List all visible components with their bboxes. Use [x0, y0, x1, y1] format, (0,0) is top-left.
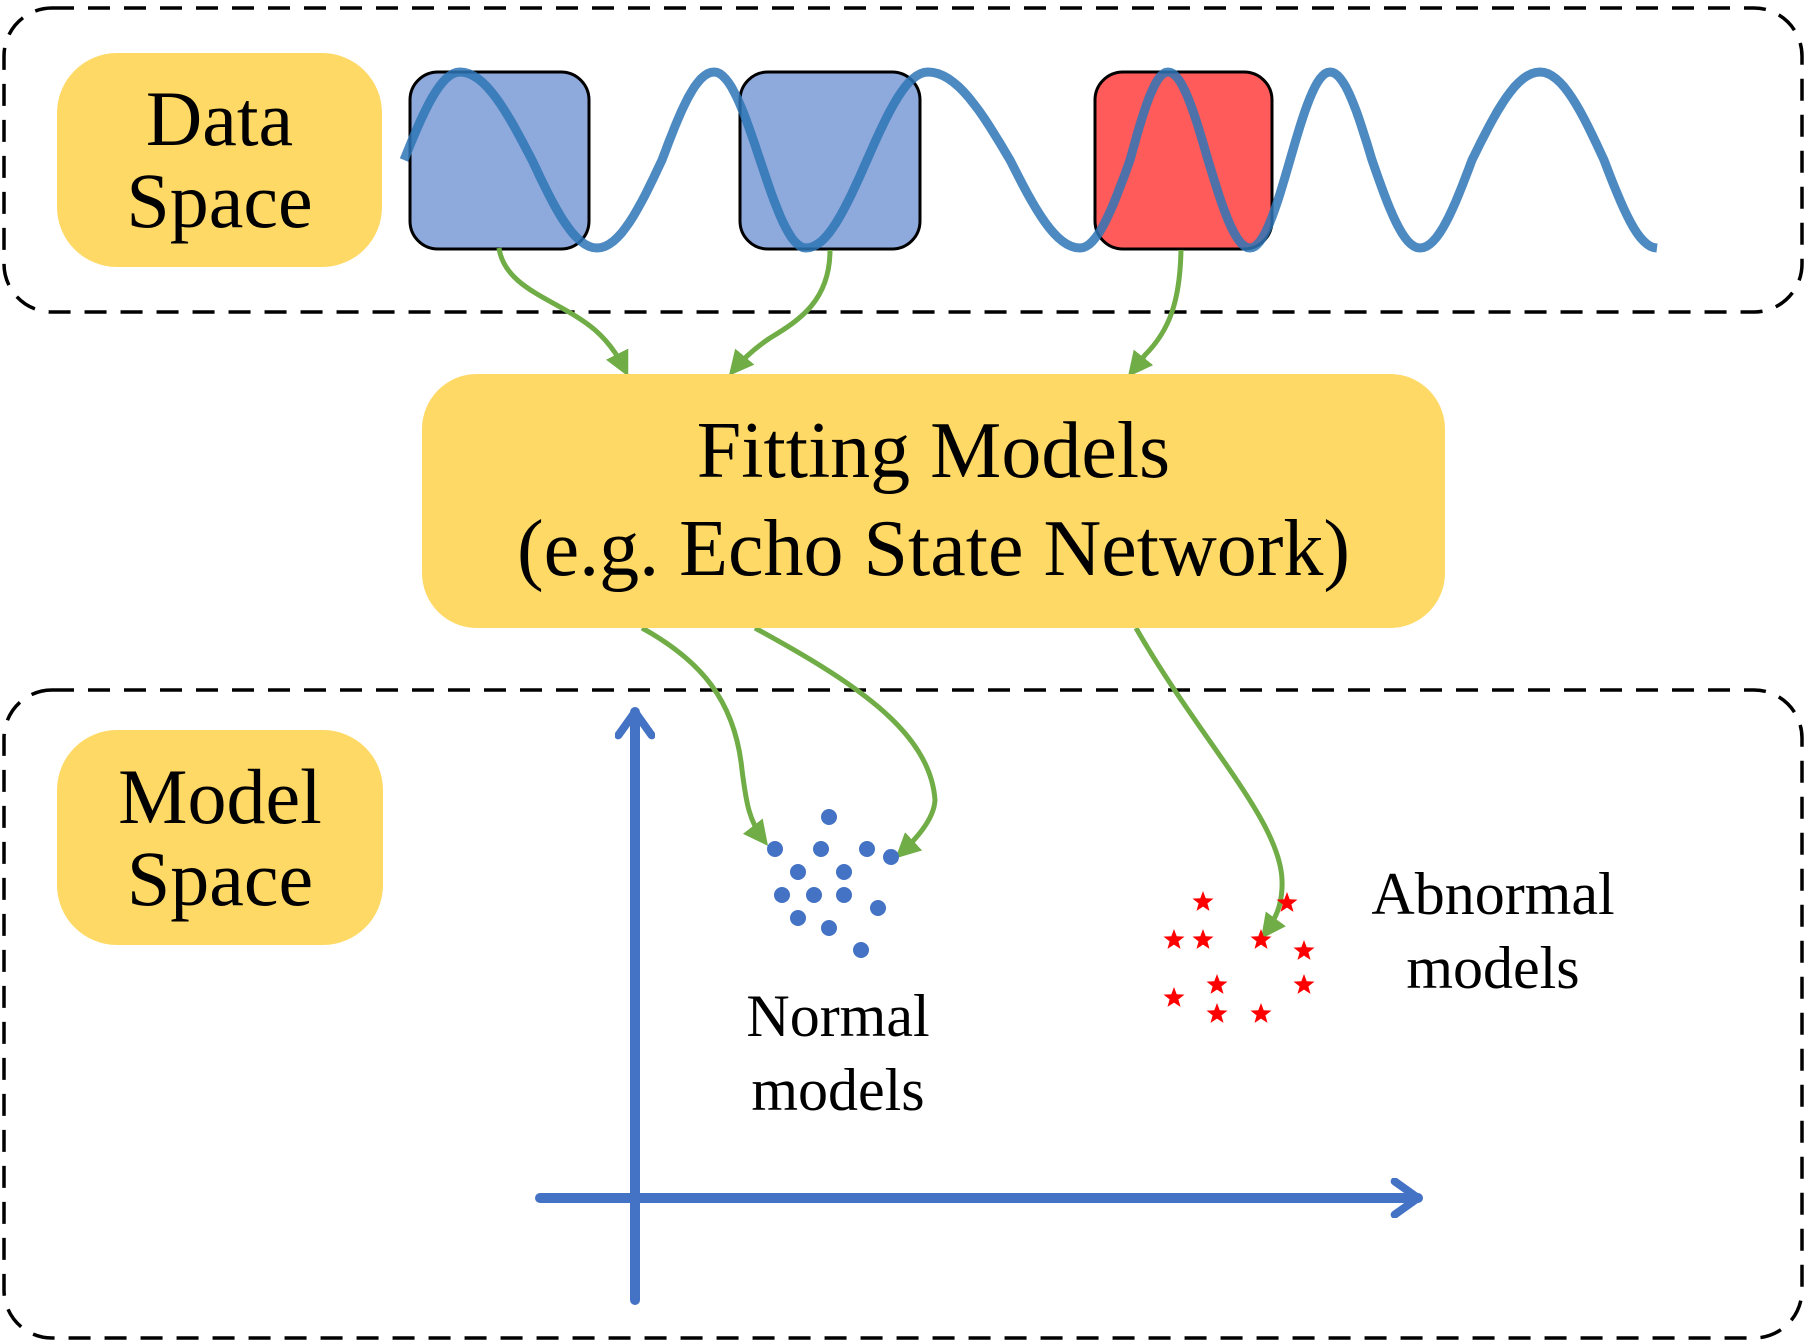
normal-model-point: [790, 864, 806, 880]
normal-model-point: [836, 864, 852, 880]
abnormal-model-point: [1206, 1003, 1228, 1023]
data-space-container: [2, 6, 1804, 314]
normal-model-point: [859, 841, 875, 857]
abnormal-model-point: [1206, 974, 1228, 994]
normal-model-point: [853, 942, 869, 958]
abnormal-model-point: [1293, 974, 1315, 994]
normal-label-line2: models: [751, 1056, 925, 1123]
normal-points-cluster: [767, 809, 899, 958]
arrow-model-to-normal-1: [640, 625, 769, 846]
normal-model-point: [806, 887, 822, 903]
time-series-signal: [399, 67, 1658, 253]
abnormal-model-point: [1293, 940, 1315, 960]
normal-model-point: [836, 887, 852, 903]
abnormal-model-point: [1192, 929, 1214, 949]
normal-model-point: [774, 887, 790, 903]
normal-models-label: Normal models: [698, 980, 978, 1128]
abnormal-points-cluster: [1163, 891, 1315, 1023]
abnormal-model-point: [1163, 929, 1185, 949]
model-space-line1: Model: [118, 752, 322, 840]
abnormal-model-point: [1250, 929, 1272, 949]
abnormal-model-point: [1192, 891, 1214, 911]
model-space-container: [2, 688, 1804, 1340]
abnormal-label-line2: models: [1406, 934, 1580, 1001]
arrow-model-to-normal-2: [753, 625, 938, 859]
normal-model-point: [790, 910, 806, 926]
normal-label-line1: Normal: [746, 983, 930, 1049]
normal-model-point: [813, 841, 829, 857]
arrow-window1-to-model: [496, 247, 629, 377]
normal-model-point: [767, 841, 783, 857]
normal-model-point: [870, 900, 886, 916]
arrow-window2-to-model: [728, 249, 833, 376]
arrow-model-to-abnormal: [1133, 626, 1286, 940]
fitting-title: Fitting Models: [696, 407, 1171, 496]
data-space-line2: Space: [126, 157, 313, 244]
normal-model-point: [821, 809, 837, 825]
abnormal-model-point: [1163, 987, 1185, 1007]
abnormal-model-point: [1276, 892, 1298, 912]
normal-model-point: [883, 849, 899, 865]
abnormal-models-label: Abnormal models: [1333, 858, 1653, 1006]
fitting-models-box: Fitting Models (e.g. Echo State Network): [422, 374, 1445, 628]
normal-model-point: [821, 920, 837, 936]
abnormal-label-line1: Abnormal: [1371, 861, 1615, 927]
arrow-window3-to-model: [1127, 249, 1184, 377]
model-space-line2: Space: [126, 834, 314, 922]
data-space-line1: Data: [145, 75, 294, 163]
window-normal-2: [738, 70, 922, 251]
abnormal-model-point: [1250, 1003, 1272, 1023]
fitting-subtitle: (e.g. Echo State Network): [516, 505, 1351, 593]
